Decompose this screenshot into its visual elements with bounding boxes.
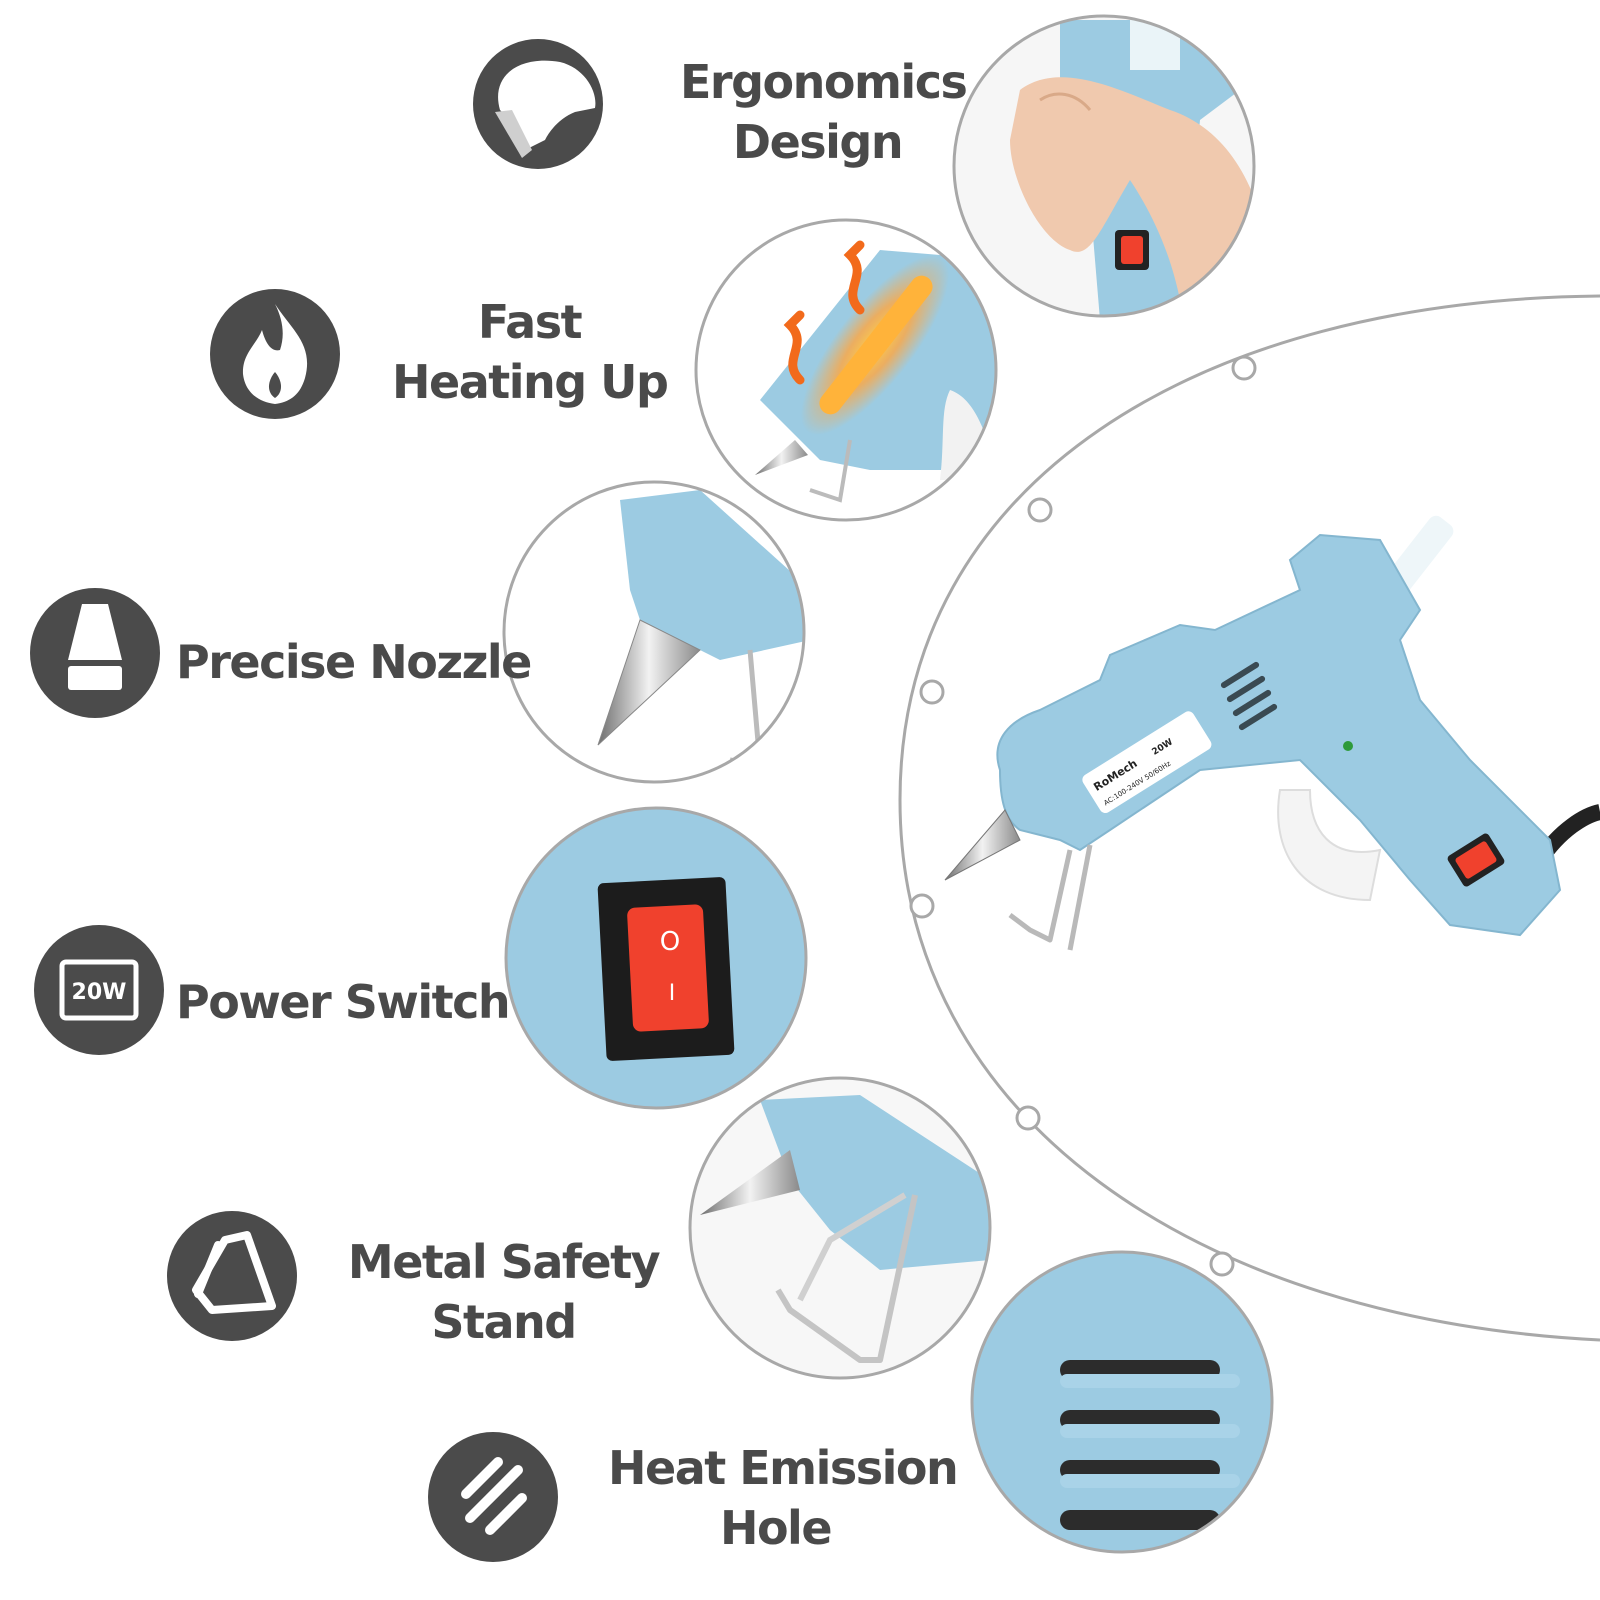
- status-led: [1343, 741, 1353, 751]
- arc-dot: [1015, 1105, 1041, 1131]
- heating-photo: [694, 218, 998, 522]
- feature-line: Hole: [719, 1501, 833, 1555]
- stand-icon: [167, 1211, 297, 1341]
- feature-line: Stand: [431, 1295, 577, 1349]
- arc-dot: [909, 893, 935, 919]
- switch-off-mark: O: [660, 927, 680, 957]
- nozzle-icon: [30, 588, 160, 718]
- feature-line: Fast: [477, 295, 583, 349]
- feature-line: Precise Nozzle: [176, 635, 532, 689]
- connector-arc: [898, 294, 1600, 1342]
- switch-on-mark: I: [669, 981, 676, 1006]
- feature-line: Design: [732, 115, 904, 169]
- glue-gun-product: RoMech 20W AC:100-240V 50/60Hz: [944, 515, 1600, 951]
- switch-photo: O I: [504, 806, 808, 1110]
- ergonomics-label: Ergonomics Design: [680, 52, 968, 172]
- feature-line: Ergonomics: [680, 55, 968, 109]
- feature-line: Heating Up: [392, 355, 669, 409]
- power-badge-label: 20W: [72, 980, 127, 1005]
- hand-grip-icon: [473, 39, 603, 169]
- ergonomics-photo: [952, 14, 1256, 318]
- feature-line: Metal Safety: [347, 1235, 661, 1289]
- handle-switch: [1447, 833, 1505, 887]
- arc-dot: [1231, 355, 1257, 381]
- stand-photo: [688, 1076, 992, 1380]
- nozzle-photo: [502, 480, 806, 784]
- heating-label: Fast Heating Up: [392, 292, 669, 412]
- arc-dot: [1027, 497, 1053, 523]
- arc-dot: [1209, 1251, 1235, 1277]
- vent-lines-icon: [428, 1432, 558, 1562]
- feature-line: Power Switch: [176, 975, 511, 1029]
- switch-label: Power Switch: [176, 972, 511, 1032]
- arc-dot: [919, 679, 945, 705]
- vents-photo: [970, 1250, 1274, 1554]
- stand-label: Metal Safety Stand: [346, 1232, 661, 1352]
- power-badge-icon: 20W: [34, 925, 164, 1055]
- vent-slots: [1220, 661, 1278, 731]
- nozzle-label: Precise Nozzle: [176, 632, 532, 692]
- vents-label: Heat Emission Hole: [608, 1438, 959, 1558]
- feature-line: Heat Emission: [608, 1441, 959, 1495]
- flame-icon: [210, 289, 340, 419]
